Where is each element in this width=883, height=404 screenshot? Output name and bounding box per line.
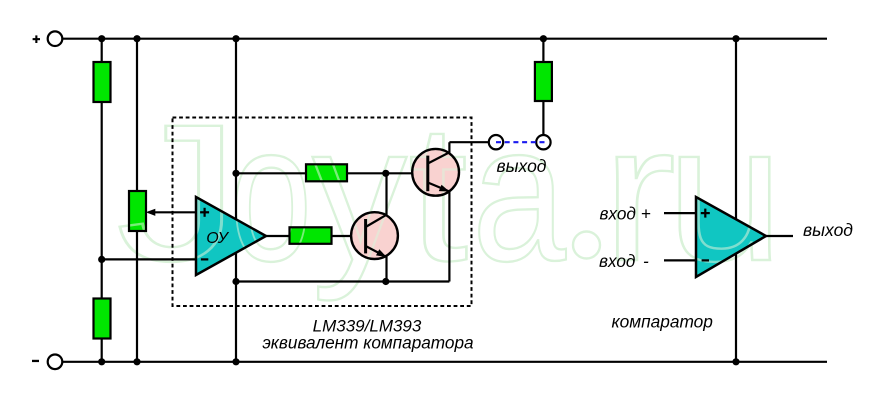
- svg-text:вход: вход: [599, 251, 635, 271]
- svg-text:эквивалент компаратора: эквивалент компаратора: [262, 333, 473, 353]
- svg-text:y: y: [312, 84, 407, 302]
- svg-text:-: -: [643, 251, 649, 271]
- svg-text:LM339/LM393: LM339/LM393: [313, 317, 422, 336]
- svg-text:o: o: [230, 84, 312, 302]
- svg-text:r: r: [602, 84, 676, 302]
- svg-text:вход +: вход +: [600, 204, 651, 224]
- svg-text:u: u: [666, 84, 784, 302]
- svg-text:выход: выход: [803, 220, 853, 240]
- svg-text:ОУ: ОУ: [206, 230, 229, 247]
- svg-text:a: a: [472, 84, 566, 302]
- svg-text:компаратор: компаратор: [612, 311, 714, 331]
- svg-text:выход: выход: [497, 156, 547, 176]
